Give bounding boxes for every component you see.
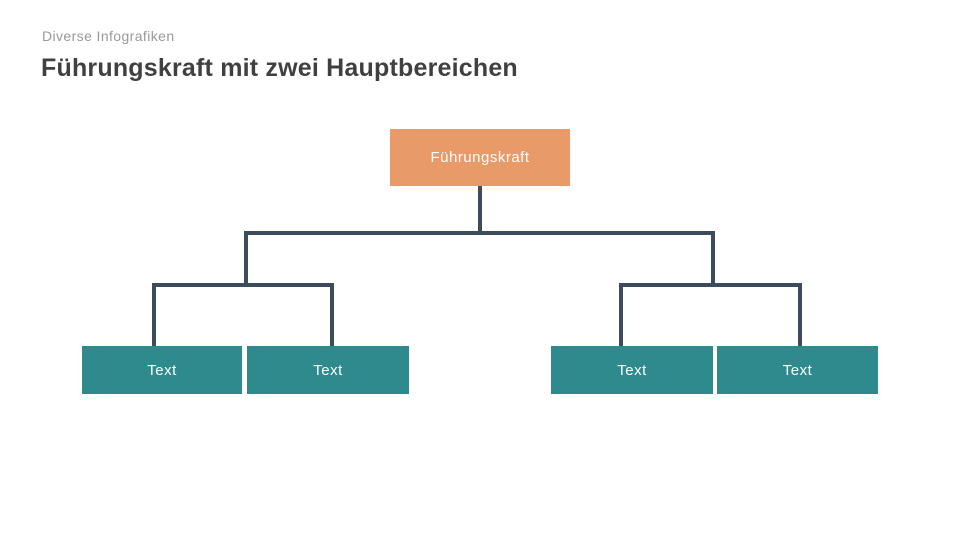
connector-leaf-3-drop (798, 283, 802, 346)
org-leaf-node-3[interactable]: Text (551, 346, 713, 394)
org-root-label: Führungskraft (430, 149, 530, 166)
connector-left-branch-drop (244, 231, 248, 287)
org-root-node[interactable]: Führungskraft (390, 129, 570, 186)
connector-leaf-1-drop (330, 283, 334, 346)
connector-left-horizontal (152, 283, 334, 287)
connector-right-branch-drop (711, 231, 715, 287)
connector-root-stem (478, 186, 482, 235)
connector-leaf-0-drop (152, 283, 156, 346)
org-leaf-label: Text (147, 361, 177, 379)
connector-top-horizontal (244, 231, 715, 235)
org-leaf-node-4[interactable]: Text (717, 346, 878, 394)
org-leaf-node-1[interactable]: Text (82, 346, 242, 394)
connector-leaf-2-drop (619, 283, 623, 346)
org-leaf-label: Text (782, 361, 813, 379)
slide-eyebrow: Diverse Infografiken (42, 28, 175, 44)
connector-right-horizontal (619, 283, 802, 287)
org-leaf-node-2[interactable]: Text (247, 346, 409, 394)
org-leaf-label: Text (617, 361, 647, 379)
slide-title: Führungskraft mit zwei Hauptbereichen (41, 54, 518, 82)
org-leaf-label: Text (313, 361, 343, 379)
